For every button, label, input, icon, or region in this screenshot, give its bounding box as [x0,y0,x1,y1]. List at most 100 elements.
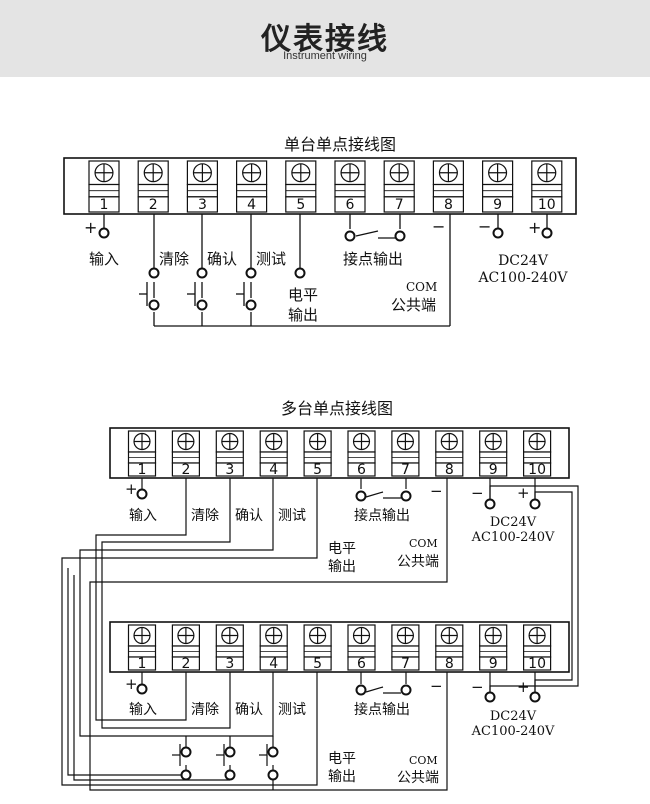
multi-top-strip-terminal-1: 1 [127,430,157,478]
single-strip-terminal-number: 5 [296,197,305,213]
single-strip-terminal-number: 3 [198,197,207,213]
multi-bottom-minus-9: − [471,678,484,696]
multi-top-strip-terminal-number: 1 [138,462,147,478]
single-clear-label: 清除 [159,250,189,268]
multi-bottom-level-label-1: 电平 [328,751,356,767]
multi-top-strip-terminal-number: 7 [401,462,410,478]
single-strip-terminal-5: 5 [285,160,317,213]
single-contact-label: 接点输出 [343,250,403,268]
single-strip-terminal-number: 9 [493,197,502,213]
multi-top-minus-8: − [430,482,443,500]
multi-top-power-dc: DC24V [490,515,537,530]
multi-bottom-strip-terminal-number: 3 [225,656,234,672]
single-strip-terminal-number: 8 [444,197,453,213]
multi-top-input-label: 输入 [129,508,157,524]
single-test-label: 测试 [256,250,286,268]
single-strip-terminal-4: 4 [236,160,268,213]
single-confirm-label: 确认 [207,250,237,268]
single-strip-terminal-number: 1 [100,197,109,213]
single-strip-terminal-7: 7 [383,160,415,213]
multi-bottom-strip-terminal-7: 7 [391,624,420,672]
single-strip-terminal-6: 6 [334,160,366,213]
multi-bottom-com-label-2: 公共端 [397,770,439,786]
multi-top-contact-label: 接点输出 [354,507,410,524]
multi-top-minus-9: − [471,484,484,502]
multi-diagram-title: 多台单点接线图 [281,399,393,418]
multi-bottom-minus-8: − [430,677,443,695]
multi-top-strip-terminal-8: 8 [435,430,464,478]
multi-top-confirm-label: 确认 [235,508,263,524]
multi-top-strip-terminal-10: 10 [522,430,552,478]
page-title: 仪表接线 [261,22,389,57]
single-strip-terminal-8: 8 [432,160,464,213]
multi-bottom-strip-terminal-8: 8 [435,624,464,672]
multi-top-plus-1: + [125,480,138,498]
multi-top-clear-label: 清除 [191,508,219,524]
multi-bottom-strip-terminal-number: 1 [138,656,147,672]
single-strip-terminal-2: 2 [137,160,169,213]
multi-bottom-strip-terminal-number: 9 [489,656,498,672]
multi-top-strip-terminal-number: 9 [489,462,498,478]
multi-bottom-strip-terminal-number: 8 [445,656,454,672]
multi-top-power-ac: AC100-240V [471,530,555,545]
multi-bottom-test-label: 测试 [278,702,306,718]
single-level-label-1: 电平 [288,286,318,304]
multi-bottom-plus-10: + [517,678,530,696]
single-strip-terminal-1: 1 [88,160,120,213]
single-strip-terminal-9: 9 [482,160,514,213]
multi-bottom-input-label: 输入 [129,702,157,718]
multi-bottom-strip-terminal-4: 4 [259,624,288,672]
multi-bottom-strip-terminal-10: 10 [522,624,552,672]
multi-bottom-strip-terminal-number: 5 [313,656,322,672]
multi-top-level-label-1: 电平 [328,541,356,557]
single-strip-terminal-10: 10 [531,160,563,213]
single-power-ac: AC100-240V [477,270,568,286]
single-strip-terminal-number: 6 [346,197,355,213]
multi-bottom-power-dc: DC24V [490,709,537,724]
multi-top-com-label-1: COM [409,537,438,550]
multi-top-strip-terminal-4: 4 [259,430,288,478]
multi-bottom-strip-terminal-6: 6 [347,624,376,672]
multi-top-strip-terminal-number: 2 [181,462,190,478]
multi-bottom-strip-terminal-number: 4 [269,656,278,672]
multi-bottom-strip-terminal-2: 2 [171,624,200,672]
single-diagram-title: 单台单点接线图 [284,135,396,154]
terminal-strip-single: 1 2 3 4 5 6 7 8 9 10 [63,157,577,215]
single-plus-10: + [528,218,541,237]
multi-bottom-power-ac: AC100-240V [471,724,555,739]
multi-top-strip-terminal-3: 3 [215,430,244,478]
multi-bottom-strip-terminal-number: 2 [181,656,190,672]
multi-bottom-clear-label: 清除 [191,702,219,718]
terminal-strip-multi-top: 1 2 3 4 5 6 7 8 9 10 [109,427,570,479]
multi-bottom-plus-1: + [125,675,138,693]
single-strip-terminal-number: 4 [247,197,256,213]
multi-top-strip-terminal-5: 5 [303,430,332,478]
multi-bottom-contact-label: 接点输出 [354,701,410,718]
single-com-label-2: 公共端 [391,296,436,314]
multi-bottom-strip-terminal-number: 6 [357,656,366,672]
multi-top-strip-terminal-number: 6 [357,462,366,478]
multi-top-com-label-2: 公共端 [397,554,439,570]
multi-top-strip-terminal-number: 8 [445,462,454,478]
multi-nodes [136,488,541,781]
single-level-label-2: 输出 [288,306,318,324]
multi-top-strip-terminal-6: 6 [347,430,376,478]
single-minus-9: − [478,217,491,236]
multi-top-strip-terminal-number: 10 [528,462,546,478]
multi-top-test-label: 测试 [278,508,306,524]
single-power-dc: DC24V [498,253,549,269]
header-banner: 仪表接线 Instrument wiring [0,0,650,77]
multi-top-strip-terminal-number: 4 [269,462,278,478]
single-minus-8: − [432,217,445,236]
single-nodes [98,227,553,311]
single-strip-terminal-3: 3 [186,160,218,213]
multi-bottom-level-label-2: 输出 [328,769,356,785]
multi-top-strip-terminal-7: 7 [391,430,420,478]
multi-top-strip-terminal-number: 3 [225,462,234,478]
single-strip-terminal-number: 10 [538,197,556,213]
single-com-label-1: COM [406,280,437,294]
multi-top-strip-terminal-number: 5 [313,462,322,478]
multi-top-strip-terminal-2: 2 [171,430,200,478]
multi-top-plus-10: + [517,484,530,502]
